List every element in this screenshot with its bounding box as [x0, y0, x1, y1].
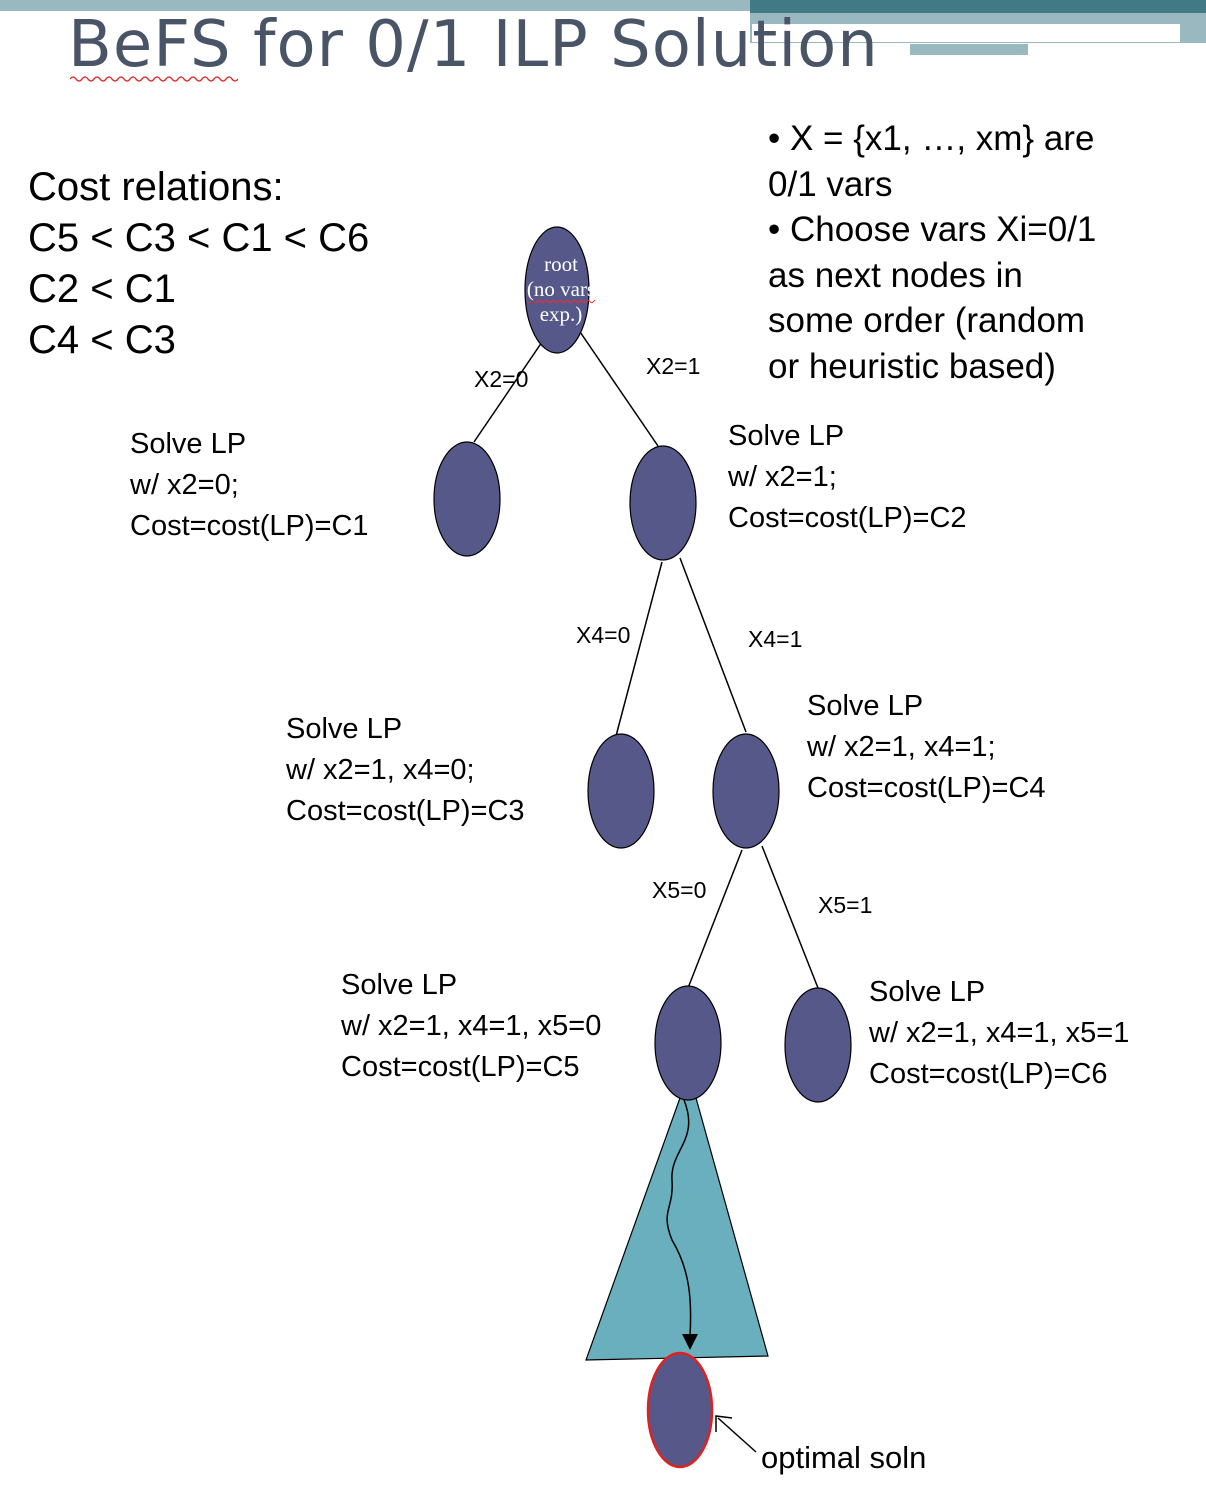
cost-relation-line: C5 < C3 < C1 < C6: [28, 216, 370, 260]
optimal-pointer-line: [717, 1417, 757, 1453]
node-label-line: Cost=cost(LP)=C2: [728, 502, 967, 534]
root-label-line: exp.): [539, 302, 583, 326]
bullet-line: • X = {x1, …, xm} are: [768, 119, 1095, 158]
node-label-c1: Solve LP w/ x2=0; Cost=cost(LP)=C1: [130, 424, 369, 547]
node-c1: [433, 441, 501, 557]
node-label-line: w/ x2=1, x4=1;: [807, 731, 996, 763]
root-node-label: root (no vars exp.): [508, 252, 614, 327]
node-label-line: Solve LP: [130, 428, 247, 460]
cost-relations-heading: Cost relations:: [28, 165, 284, 209]
node-c2: [629, 445, 697, 561]
node-label-line: Cost=cost(LP)=C3: [286, 795, 525, 827]
edge-c4-to-c6: [761, 845, 819, 989]
optimal-pointer-head: [715, 1415, 733, 1432]
spellcheck-underline: [70, 76, 238, 82]
node-label-c4: Solve LP w/ x2=1, x4=1; Cost=cost(LP)=C4: [807, 686, 1046, 809]
edge-label-x5-1: X5=1: [818, 892, 873, 918]
node-label-line: w/ x2=1, x4=1, x5=1: [869, 1017, 1130, 1049]
node-label-line: Solve LP: [869, 976, 986, 1008]
edge-c2-to-c4: [679, 557, 747, 733]
edge-c2-to-c3: [615, 561, 663, 737]
node-label-c6: Solve LP w/ x2=1, x4=1, x5=1 Cost=cost(L…: [869, 972, 1129, 1095]
header-bar-right-dark: [750, 0, 1206, 13]
node-label-line: Cost=cost(LP)=C6: [869, 1058, 1108, 1090]
node-label-line: Solve LP: [341, 969, 458, 1001]
header-bar-white-inset: [752, 24, 1180, 42]
edge-root-to-c1: [473, 341, 543, 443]
node-label-line: w/ x2=1, x4=1, x5=0: [341, 1010, 602, 1042]
bullet-line: or heuristic based): [768, 346, 1056, 386]
bullet-line: • Choose vars Xi=0/1: [768, 210, 1097, 249]
node-c3: [587, 733, 655, 849]
cost-relation-line: C4 < C3: [28, 318, 176, 362]
search-path: [666, 1099, 692, 1337]
edge-c4-to-c5: [687, 849, 743, 989]
root-label-line: root: [544, 252, 578, 276]
node-label-line: Solve LP: [728, 420, 845, 452]
node-c6: [784, 987, 852, 1103]
node-label-line: Cost=cost(LP)=C1: [130, 510, 369, 542]
edge-label-x2-0: X2=0: [474, 366, 529, 392]
edge-label-x4-1: X4=1: [748, 626, 803, 652]
slide-title: BeFS for 0/1 ILP Solution: [68, 8, 879, 82]
header-bar-left: [0, 0, 750, 11]
node-optimal: [646, 1351, 714, 1469]
node-c5: [654, 985, 722, 1101]
cost-relations: Cost relations: C5 < C3 < C1 < C6 C2 < C…: [28, 162, 369, 366]
cost-relation-line: C2 < C1: [28, 267, 176, 311]
edge-root-to-c2: [575, 325, 659, 447]
edge-label-x2-1: X2=1: [646, 353, 701, 379]
node-root: [524, 226, 590, 354]
bullet-line: as next nodes in: [768, 255, 1023, 295]
root-label-line: (no vars: [526, 277, 596, 301]
node-label-line: Solve LP: [807, 690, 924, 722]
node-label-line: Cost=cost(LP)=C4: [807, 772, 1046, 804]
node-label-line: w/ x2=1;: [728, 461, 837, 493]
edge-label-x4-0: X4=0: [576, 622, 631, 648]
node-label-line: Solve LP: [286, 713, 403, 745]
search-path-arrowhead: [682, 1334, 698, 1350]
node-c4: [712, 733, 780, 849]
bullet-line: some order (random: [768, 301, 1086, 340]
node-label-c3: Solve LP w/ x2=1, x4=0; Cost=cost(LP)=C3: [286, 709, 525, 832]
node-label-line: w/ x2=0;: [130, 469, 239, 501]
subtree-triangle: [585, 1097, 769, 1361]
optimal-solution-label: optimal soln: [761, 1440, 927, 1475]
header-bar-light-strip: [910, 44, 1028, 55]
node-label-c5: Solve LP w/ x2=1, x4=1, x5=0 Cost=cost(L…: [341, 965, 601, 1088]
node-label-line: Cost=cost(LP)=C5: [341, 1051, 580, 1083]
bullet-line: 0/1 vars: [768, 164, 893, 204]
node-label-line: w/ x2=1, x4=0;: [286, 754, 475, 786]
edge-label-x5-0: X5=0: [652, 877, 707, 903]
bullet-notes: • X = {x1, …, xm} are 0/1 vars • Choose …: [768, 116, 1096, 389]
node-label-c2: Solve LP w/ x2=1; Cost=cost(LP)=C2: [728, 416, 967, 539]
